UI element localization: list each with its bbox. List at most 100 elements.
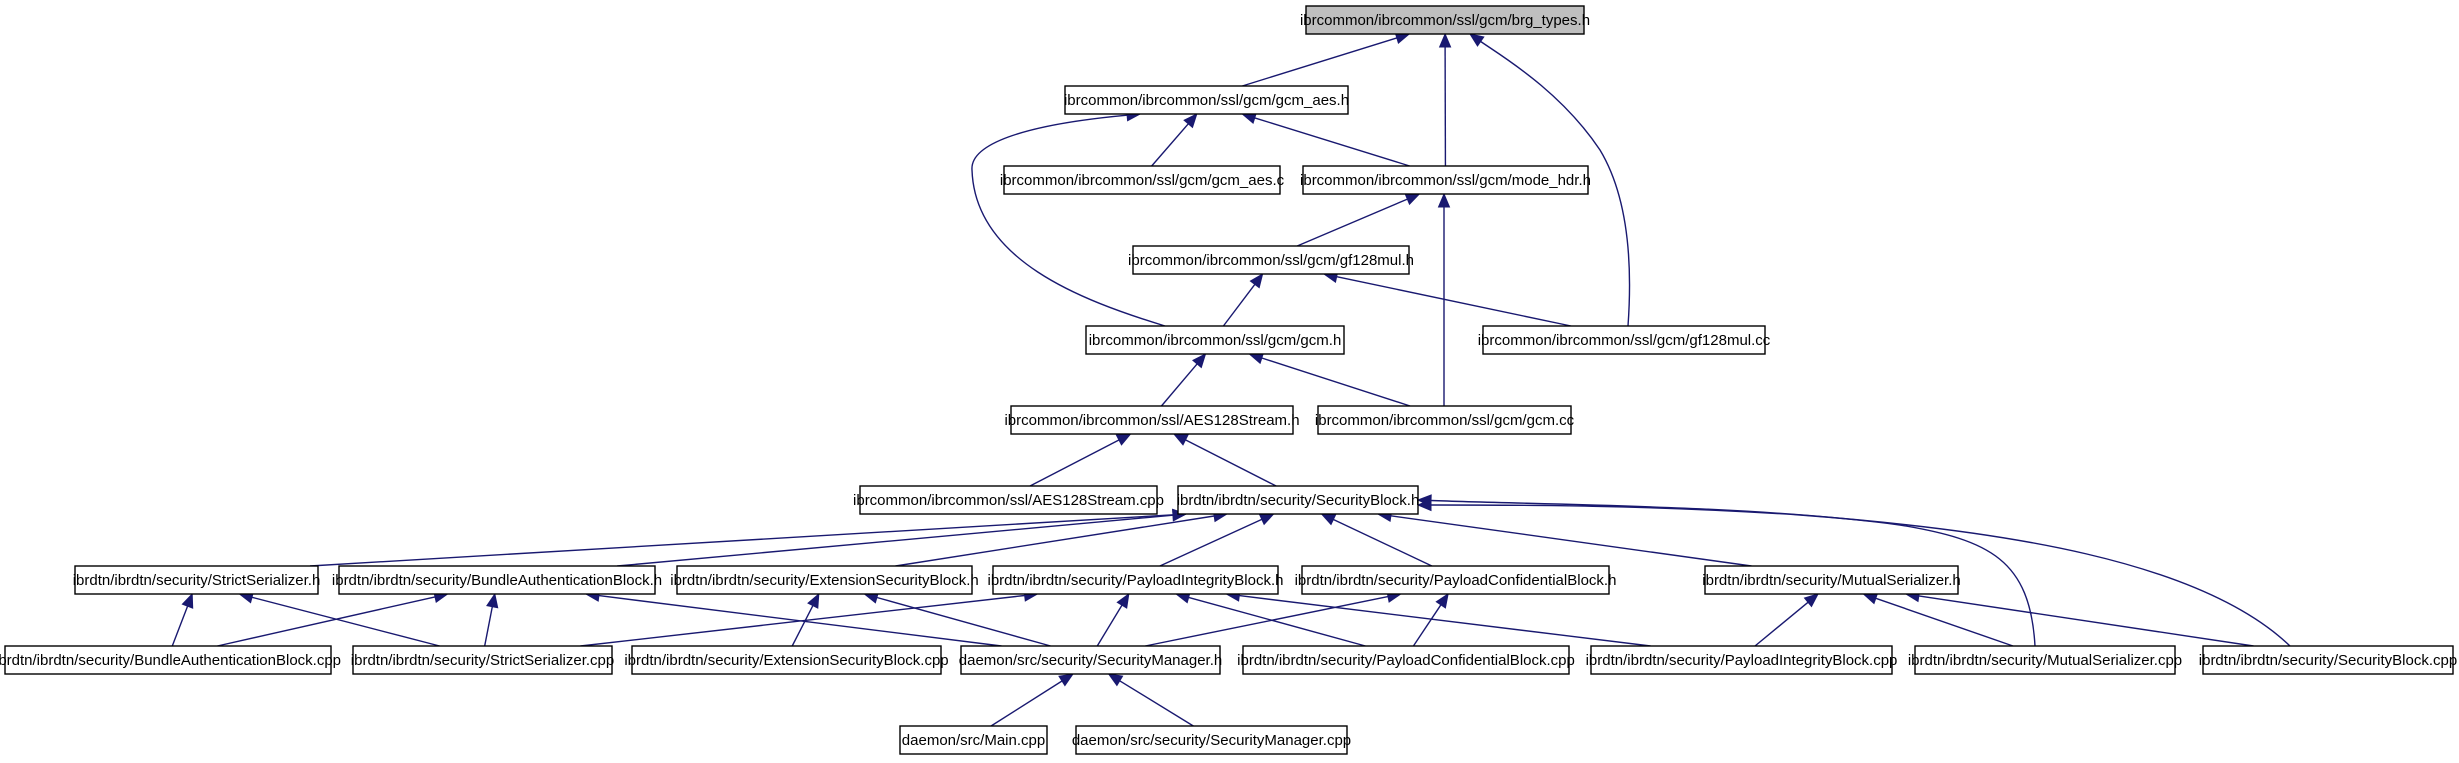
edge-gcm-cc-to-gcm-h	[1248, 352, 1411, 407]
edge-payloadconf-cpp-to-payloadconf-h	[1412, 592, 1449, 647]
edge-line	[1333, 518, 1433, 567]
node-label: ibrcommon/ibrcommon/ssl/gcm/gcm_aes.h	[1064, 92, 1349, 109]
edge-line	[580, 594, 1025, 647]
edge-gf128mul-cc-to-brg-types-h	[1468, 33, 1631, 327]
node-label: ibrdtn/ibrdtn/security/StrictSerializer.…	[351, 652, 614, 669]
edge-gcm-h-to-gf128mul-h	[1222, 272, 1264, 327]
node-box	[1305, 5, 1585, 35]
node-label: ibrdtn/ibrdtn/security/BundleAuthenticat…	[0, 652, 341, 669]
node-box	[1085, 325, 1345, 355]
arrowhead-icon	[1438, 32, 1452, 48]
node-payloadint-cpp[interactable]: ibrdtn/ibrdtn/security/PayloadIntegrityB…	[1586, 645, 1898, 675]
node-label: ibrcommon/ibrcommon/ssl/gcm/gcm.cc	[1315, 412, 1575, 429]
edge-strictserializer-h-to-securityblock-h	[309, 508, 1188, 567]
node-mutualser-cpp[interactable]: ibrdtn/ibrdtn/security/MutualSerializer.…	[1908, 645, 2182, 675]
arrowhead-icon	[1058, 673, 1075, 687]
arrowhead-icon	[1437, 192, 1451, 208]
node-extsec-h[interactable]: ibrdtn/ibrdtn/security/ExtensionSecurity…	[670, 565, 979, 595]
arrowhead-icon	[1468, 33, 1485, 47]
node-box	[1301, 565, 1610, 595]
edge-line	[1390, 515, 1752, 567]
node-aes128stream-h[interactable]: ibrcommon/ibrcommon/ssl/AES128Stream.h	[1004, 405, 1300, 435]
edge-line	[1188, 596, 1366, 647]
arrowhead-icon	[1115, 433, 1132, 446]
node-secmgr-cpp[interactable]: daemon/src/security/SecurityManager.cpp	[1072, 725, 1351, 755]
node-gcm-h[interactable]: ibrcommon/ibrcommon/ssl/gcm/gcm.h	[1085, 325, 1345, 355]
edge-line	[1412, 604, 1442, 647]
node-label: ibrdtn/ibrdtn/security/MutualSerializer.…	[1702, 572, 1960, 589]
edge-gf128mul-h-to-mode-hdr-h	[1296, 193, 1421, 247]
edge-line	[1430, 504, 2291, 647]
node-payloadconf-cpp[interactable]: ibrdtn/ibrdtn/security/PayloadConfidenti…	[1237, 645, 1575, 675]
edge-line	[1918, 595, 2254, 647]
edge-line	[1254, 117, 1410, 167]
arrowhead-icon	[1192, 353, 1207, 369]
node-mode-hdr-h[interactable]: ibrcommon/ibrcommon/ssl/gcm/mode_hdr.h	[1300, 165, 1591, 195]
edge-line	[1239, 594, 1651, 647]
edge-mutualser-h-to-securityblock-h	[1376, 509, 1752, 567]
node-main-cpp[interactable]: daemon/src/Main.cpp	[899, 725, 1048, 755]
arrowhead-icon	[1416, 498, 1432, 512]
node-extsec-cpp[interactable]: ibrdtn/ibrdtn/security/ExtensionSecurity…	[624, 645, 949, 675]
node-gf128mul-h[interactable]: ibrcommon/ibrcommon/ssl/gcm/gf128mul.h	[1128, 245, 1414, 275]
arrowhead-icon	[1320, 513, 1337, 526]
edge-line	[990, 680, 1063, 727]
node-box	[2202, 645, 2454, 675]
arrowhead-icon	[1172, 433, 1189, 446]
node-bundleauth-cpp[interactable]: ibrdtn/ibrdtn/security/BundleAuthenticat…	[0, 645, 341, 675]
edge-line	[1160, 363, 1198, 407]
node-box	[899, 725, 1048, 755]
edge-securityblock-cpp-to-mutualser-h	[1904, 589, 2254, 647]
node-securityblock-cpp[interactable]: ibrdtn/ibrdtn/security/SecurityBlock.cpp	[2199, 645, 2457, 675]
node-gf128mul-cc[interactable]: ibrcommon/ibrcommon/ssl/gcm/gf128mul.cc	[1478, 325, 1771, 355]
node-securityblock-h[interactable]: ibrdtn/ibrdtn/security/SecurityBlock.h	[1177, 485, 1420, 515]
node-label: ibrdtn/ibrdtn/security/PayloadConfidenti…	[1295, 572, 1617, 589]
arrowhead-icon	[1258, 513, 1275, 526]
node-label: ibrdtn/ibrdtn/security/StrictSerializer.…	[73, 572, 321, 589]
edge-line	[1145, 595, 1389, 647]
node-box	[676, 565, 973, 595]
node-label: ibrcommon/ibrcommon/ssl/gcm/gf128mul.h	[1128, 252, 1414, 269]
node-label: ibrcommon/ibrcommon/ssl/gcm/gf128mul.cc	[1478, 332, 1771, 349]
edge-mode-hdr-h-to-gcm-aes-h	[1241, 112, 1410, 167]
edge-line	[217, 596, 436, 647]
node-aes128stream-cpp[interactable]: ibrcommon/ibrcommon/ssl/AES128Stream.cpp	[853, 485, 1164, 515]
edge-aes128stream-h-to-gcm-h	[1160, 353, 1207, 407]
arrowhead-icon	[1404, 193, 1421, 206]
node-label: daemon/src/Main.cpp	[902, 732, 1045, 749]
node-box	[1010, 405, 1294, 435]
node-label: ibrdtn/ibrdtn/security/PayloadIntegrityB…	[1586, 652, 1898, 669]
edge-aes128stream-cpp-to-aes128stream-h	[1029, 433, 1132, 487]
node-mutualser-h[interactable]: ibrdtn/ibrdtn/security/MutualSerializer.…	[1702, 565, 1961, 595]
node-gcm-aes-h[interactable]: ibrcommon/ibrcommon/ssl/gcm/gcm_aes.h	[1064, 85, 1349, 115]
node-secmgr-h[interactable]: daemon/src/security/SecurityManager.h	[959, 645, 1222, 675]
node-strictserializer-h[interactable]: ibrdtn/ibrdtn/security/StrictSerializer.…	[73, 565, 321, 595]
arrowhead-icon	[807, 592, 820, 609]
node-payloadconf-h[interactable]: ibrdtn/ibrdtn/security/PayloadConfidenti…	[1295, 565, 1617, 595]
node-box	[1704, 565, 1959, 595]
node-bundleauth-h[interactable]: ibrdtn/ibrdtn/security/BundleAuthenticat…	[332, 565, 662, 595]
node-box	[338, 565, 656, 595]
edge-gcm-cc-to-mode-hdr-h	[1437, 192, 1451, 406]
node-box	[992, 565, 1279, 595]
edge-strictser-cpp-to-bundleauth-h	[483, 592, 499, 647]
arrowhead-icon	[1249, 272, 1264, 289]
edge-mode-hdr-h-to-brg-types-h	[1438, 32, 1452, 167]
edge-line	[1336, 276, 1572, 327]
edge-payloadint-cpp-to-mutualser-h	[1754, 593, 1819, 647]
edge-gf128mul-cc-to-gf128mul-h	[1322, 270, 1572, 327]
node-gcm-aes-c[interactable]: ibrcommon/ibrcommon/ssl/gcm/gcm_aes.c	[1000, 165, 1285, 195]
node-strictser-cpp[interactable]: ibrdtn/ibrdtn/security/StrictSerializer.…	[351, 645, 614, 675]
node-gcm-cc[interactable]: ibrcommon/ibrcommon/ssl/gcm/gcm.cc	[1315, 405, 1575, 435]
edge-line	[1029, 439, 1120, 487]
arrowhead-icon	[1435, 592, 1449, 609]
node-payloadint-h[interactable]: ibrdtn/ibrdtn/security/PayloadIntegrityB…	[988, 565, 1284, 595]
node-brg-types-h[interactable]: ibrcommon/ibrcommon/ssl/gcm/brg_types.h	[1300, 5, 1590, 35]
edge-extsec-cpp-to-extsec-h	[791, 592, 820, 647]
edge-line	[617, 514, 1174, 567]
edge-line	[483, 606, 493, 647]
edge-line	[1261, 357, 1411, 407]
edge-line	[1242, 37, 1398, 87]
node-box	[1003, 165, 1281, 195]
